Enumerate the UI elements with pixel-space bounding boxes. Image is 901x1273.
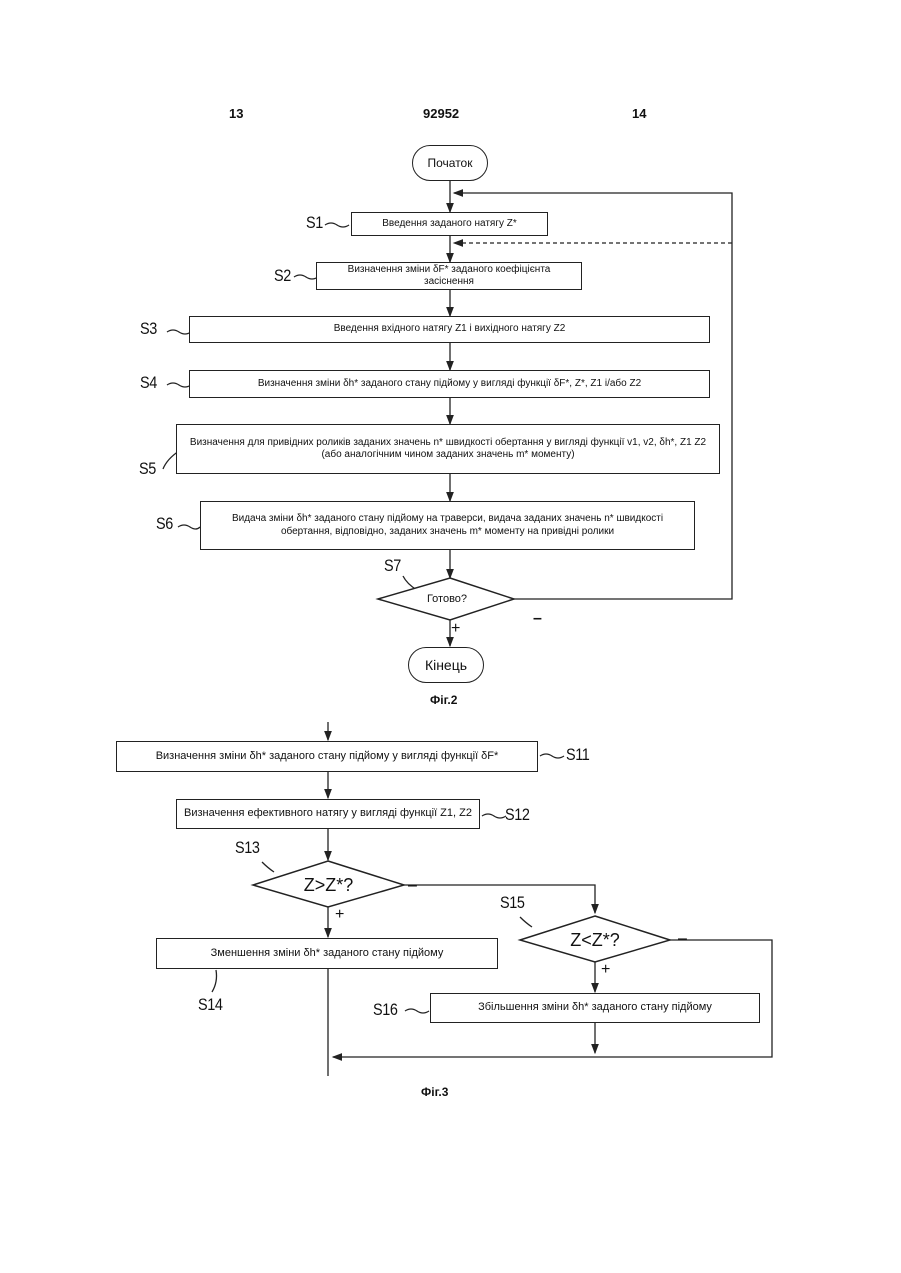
step-s1-box: Введення заданого натягу Z* (351, 212, 548, 236)
s13-no-sign: – (408, 877, 417, 895)
step-s11-box: Визначення зміни δh* заданого стану підй… (116, 741, 538, 772)
callout-s3 (167, 330, 191, 334)
step-s3-box: Введення вхідного натягу Z1 і вихідного … (189, 316, 710, 343)
step-s6-label: S6 (156, 514, 173, 534)
callout-s4 (167, 383, 191, 387)
s13-yes-sign: + (335, 906, 344, 924)
step-s4-box: Визначення зміни δh* заданого стану підй… (189, 370, 710, 398)
fig2-caption: Фіг.2 (430, 693, 457, 707)
step-s16-label: S16 (373, 1000, 397, 1020)
step-s2-label: S2 (274, 266, 291, 286)
step-s6-box: Видача зміни δh* заданого стану підйому … (200, 501, 695, 550)
step-s11-label: S11 (566, 745, 589, 765)
callout-s14 (212, 970, 217, 992)
callout-s15 (520, 917, 532, 927)
s7-no-sign: – (533, 610, 542, 628)
callout-s13 (262, 862, 274, 872)
decision-s7-text: Готово? (380, 588, 514, 610)
decision-s15-text: Z<Z*? (520, 927, 670, 953)
step-s12-box: Визначення ефективного натягу у вигляді … (176, 799, 480, 829)
step-s2-box: Визначення зміни δF* заданого коефіцієнт… (316, 262, 582, 290)
step-s3-label: S3 (140, 319, 157, 339)
step-s7-label: S7 (384, 556, 401, 576)
callout-s16 (405, 1009, 429, 1013)
callout-s1 (325, 223, 349, 227)
callout-s12 (482, 814, 506, 818)
step-s4-label: S4 (140, 373, 157, 393)
fig3-caption: Фіг.3 (421, 1085, 448, 1099)
step-s14-box: Зменшення зміни δh* заданого стану підйо… (156, 938, 498, 969)
step-s15-label: S15 (500, 893, 524, 913)
callout-s2 (294, 275, 318, 279)
step-s12-label: S12 (505, 805, 529, 825)
s7-yes-sign: + (451, 620, 460, 638)
s15-no-sign: – (678, 930, 687, 948)
step-s16-box: Збільшення зміни δh* заданого стану підй… (430, 993, 760, 1023)
step-s5-label: S5 (139, 459, 156, 479)
s15-yes-sign: + (601, 961, 610, 979)
step-s13-label: S13 (235, 838, 259, 858)
start-terminal: Початок (412, 145, 488, 181)
callout-s6 (178, 525, 200, 529)
step-s14-label: S14 (198, 995, 222, 1015)
end-terminal: Кінець (408, 647, 484, 683)
step-s5-box: Визначення для привідних роликів заданих… (176, 424, 720, 474)
decision-s13-text: Z>Z*? (253, 872, 404, 898)
callout-s11 (540, 754, 564, 758)
step-s1-label: S1 (306, 213, 323, 233)
